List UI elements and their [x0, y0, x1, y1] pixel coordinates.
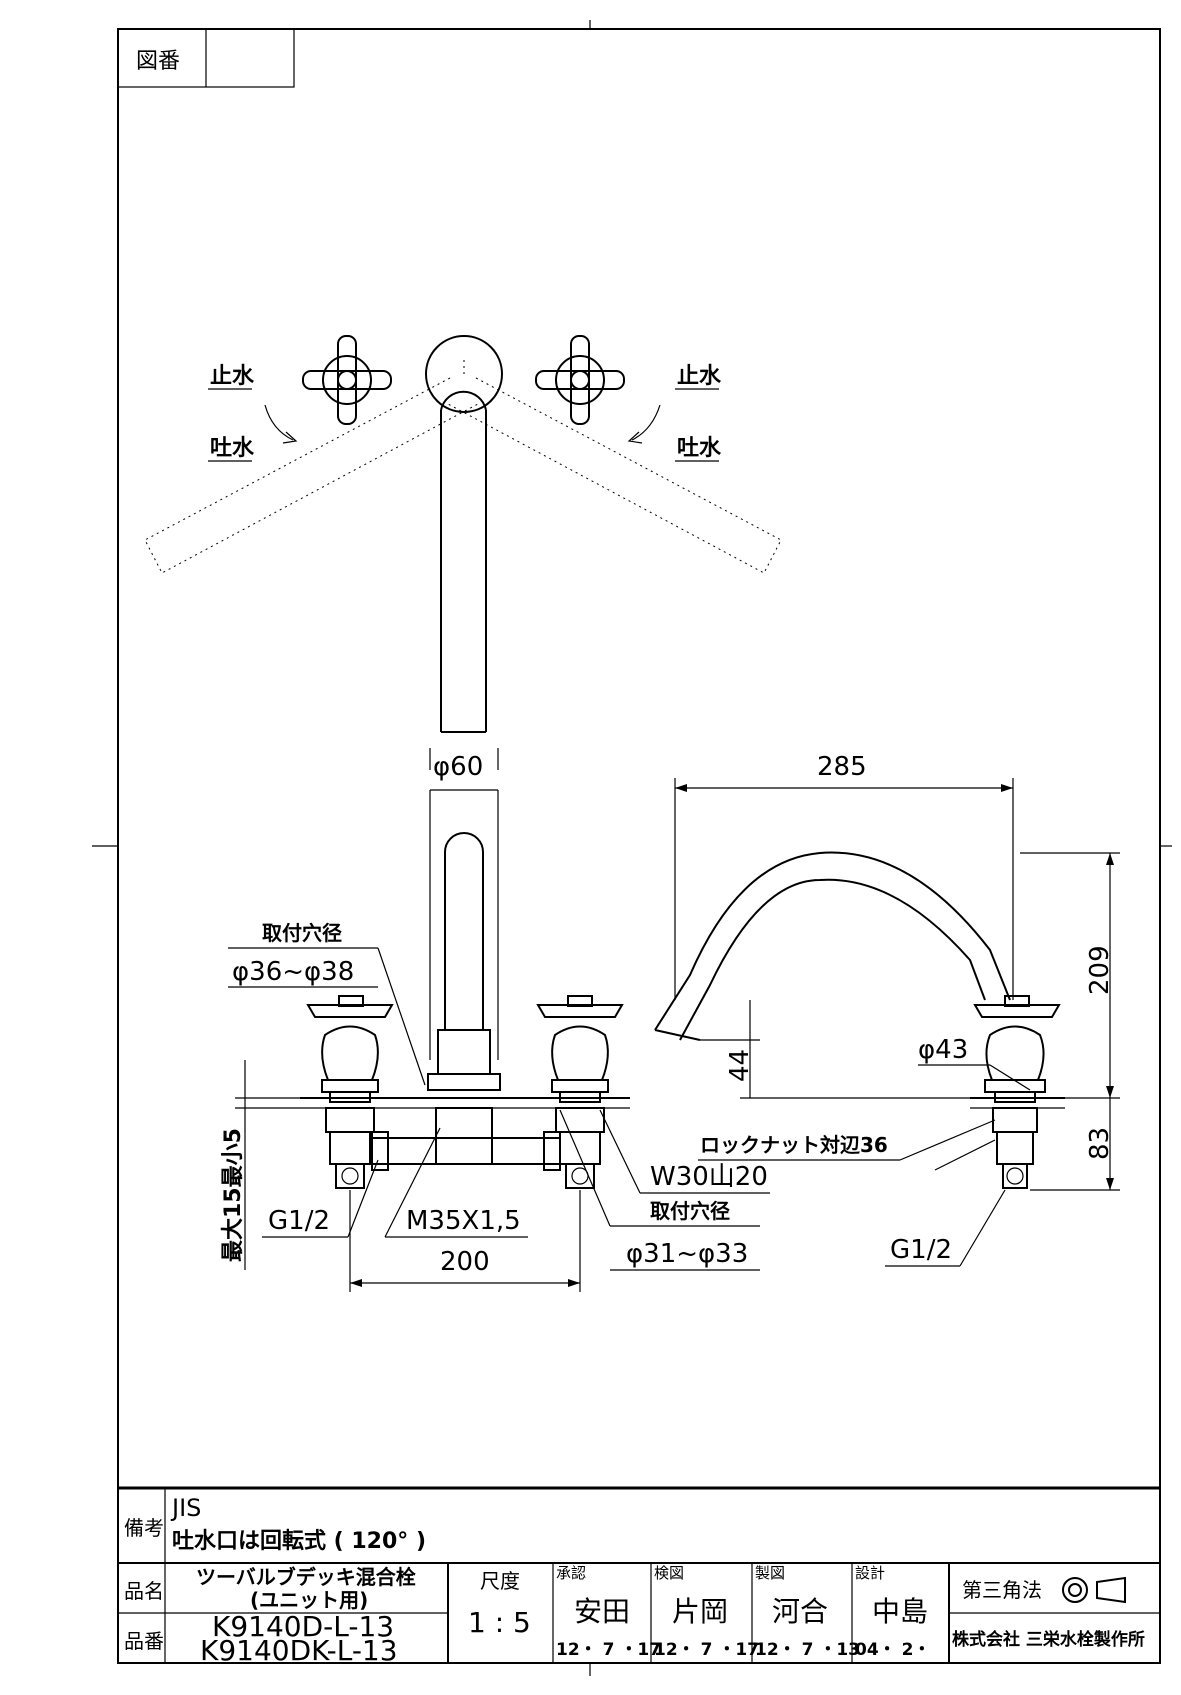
- height-dim: 209: [1085, 945, 1115, 995]
- title-block: 品名 ツーバルブデッキ混合栓 (ユニット用) 品番 K9140D-L-13 K9…: [118, 1562, 1160, 1667]
- approved-label: 承認: [556, 1564, 586, 1582]
- side-view: 285 209 83 44 φ43: [654, 752, 1120, 1267]
- left-stop-label: 止水: [210, 364, 255, 389]
- thread-right-label: G1/2: [890, 1235, 952, 1265]
- top-view: 止水 吐水 止水 吐水: [144, 335, 782, 733]
- name-line1: ツーバルブデッキ混合栓: [196, 1565, 416, 1589]
- approved-date: 12・ 7 ・17: [556, 1640, 661, 1660]
- checked-date: 12・ 7 ・17: [654, 1640, 759, 1660]
- number-line1: K9140D-L-13: [212, 1610, 394, 1643]
- sheet-border: [117, 28, 1161, 1664]
- left-valve-front: [306, 995, 394, 1189]
- base-height-dim: 83: [1085, 1127, 1115, 1160]
- mount-hole-label: 取付穴径: [262, 921, 342, 945]
- drawn-name: 河合: [772, 1595, 828, 1628]
- number-label: 品番: [124, 1629, 164, 1653]
- design-name: 中島: [872, 1595, 928, 1628]
- notes-line1: JIS: [170, 1494, 201, 1522]
- right-stop-label: 止水: [677, 364, 722, 389]
- mount-hole-value: φ36~φ38: [232, 957, 354, 987]
- handle-dia-dim: φ43: [918, 1035, 968, 1065]
- left-handle-top: [302, 335, 392, 425]
- checked-name: 片岡: [672, 1595, 728, 1628]
- notes-line2: 吐水口は回転式 ( 120° ): [172, 1528, 426, 1554]
- nipple-thread-label: M35X1,5: [406, 1206, 521, 1236]
- right-handle-top: [535, 335, 625, 425]
- approved-name: 安田: [574, 1595, 630, 1628]
- third-angle-projection-icon: [1062, 1576, 1126, 1604]
- number-line2: K9140DK-L-13: [200, 1634, 398, 1667]
- company-name: 株式会社 三栄水栓製作所: [952, 1629, 1145, 1650]
- right-valve-front: [536, 995, 624, 1189]
- deck-thickness-dim: 最大15最小5: [221, 1128, 246, 1262]
- drawing-number-box: 図番: [117, 28, 295, 88]
- reach-dim: 285: [817, 752, 867, 782]
- design-date: 04・ 2・: [855, 1640, 930, 1660]
- thread-left-label: G1/2: [268, 1206, 330, 1236]
- right-discharge-label: 吐水: [677, 436, 722, 461]
- mount-hole2-value: φ31~φ33: [626, 1239, 748, 1269]
- name-label: 品名: [124, 1579, 164, 1603]
- spout-dia-dim: φ60: [433, 752, 483, 782]
- spout-low-dim: 44: [725, 1049, 755, 1082]
- scale-label: 尺度: [480, 1569, 520, 1593]
- locknut-label: ロックナット対辺36: [700, 1133, 888, 1157]
- design-label: 設計: [855, 1564, 885, 1582]
- checked-label: 検図: [654, 1564, 684, 1582]
- drawn-date: 12・ 7 ・13: [755, 1640, 860, 1660]
- nut-thread-label: W30山20: [650, 1162, 768, 1192]
- center-distance-dim: 200: [440, 1247, 490, 1277]
- mount-hole2-label: 取付穴径: [650, 1199, 730, 1223]
- drawn-label: 製図: [755, 1564, 785, 1582]
- spout-base-circle: [425, 335, 503, 413]
- projection-label: 第三角法: [962, 1578, 1042, 1602]
- scale-value: 1 : 5: [468, 1606, 531, 1639]
- notes-label: 備考: [124, 1516, 164, 1540]
- drawing-number-label: 図番: [136, 49, 180, 74]
- front-view: φ60: [221, 748, 770, 1292]
- left-discharge-label: 吐水: [210, 436, 255, 461]
- notes-block: 備考 JIS 吐水口は回転式 ( 120° ): [118, 1486, 1160, 1563]
- name-line2: (ユニット用): [250, 1588, 368, 1612]
